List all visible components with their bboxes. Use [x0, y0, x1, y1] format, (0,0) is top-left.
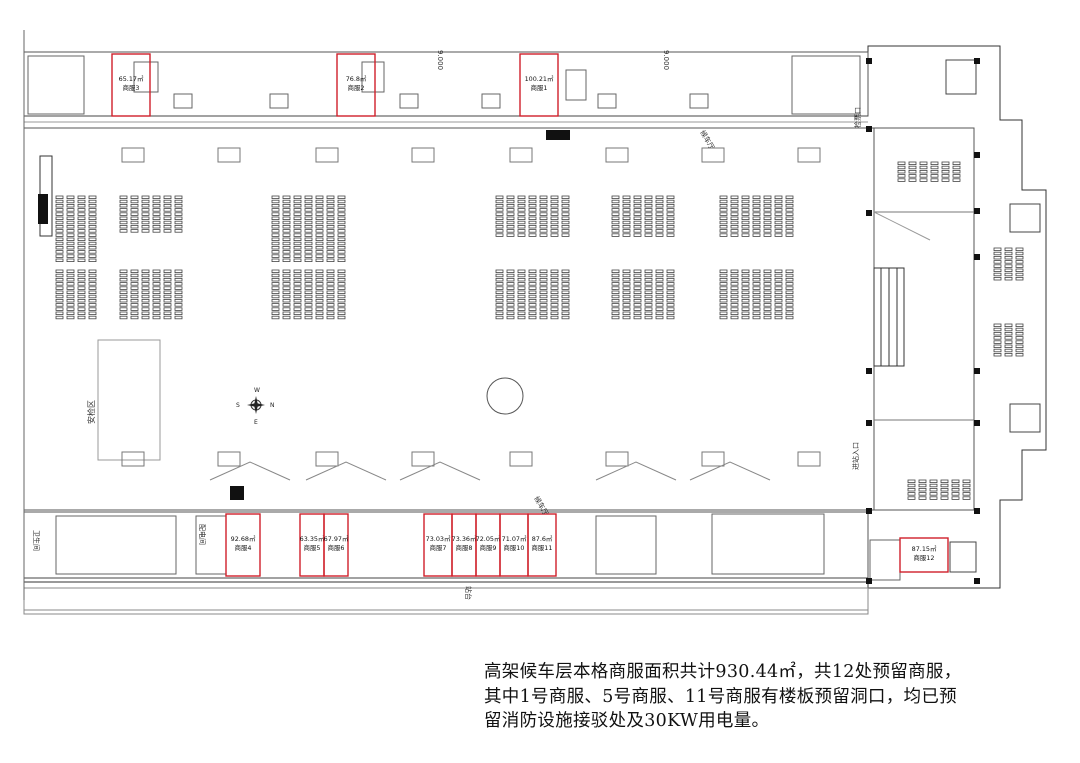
label-security: 安检区 — [86, 400, 96, 424]
label-distribution: 配电间 — [198, 524, 207, 545]
shop-area: 72.05㎡ — [476, 534, 501, 543]
shop-area: 63.35㎡ — [300, 534, 325, 543]
platform-band — [23, 587, 869, 615]
shop-area: 71.07㎡ — [502, 534, 527, 543]
escalator-group — [873, 267, 905, 367]
shop-name: 商服1 — [531, 83, 548, 92]
shop-area: 87.15㎡ — [912, 544, 937, 553]
label-platform: 站台 — [464, 586, 473, 600]
shop-name: 商服7 — [430, 543, 447, 552]
shop-area: 67.97㎡ — [324, 534, 349, 543]
shop-area: 65.17㎡ — [119, 74, 144, 83]
bench-rows — [55, 161, 1024, 500]
label-lavatory: 卫生间 — [32, 530, 41, 551]
shop-area: 87.6㎡ — [532, 534, 553, 543]
label-entrance: 进站入口 — [851, 442, 860, 470]
svg-text:E: E — [254, 419, 258, 426]
level-mark-2: 9.000 — [662, 50, 670, 70]
shop-area: 76.8㎡ — [346, 74, 367, 83]
shop-area: 92.68㎡ — [231, 534, 256, 543]
note-line-2: 其中1号商服、5号商服、11号商服有楼板预留洞口，均已预 — [484, 686, 957, 707]
svg-text:W: W — [254, 387, 260, 394]
shop-area: 73.36㎡ — [452, 534, 477, 543]
shop-area: 100.21㎡ — [525, 74, 554, 83]
compass-icon: W E S N — [236, 387, 275, 426]
level-mark-1: 9.000 — [436, 50, 444, 70]
shop-name: 商服12 — [914, 553, 935, 562]
shop-name: 商服9 — [480, 543, 497, 552]
shop-name: 商服8 — [456, 543, 473, 552]
outer-wall — [23, 45, 1047, 589]
shop-name: 商服11 — [532, 543, 553, 552]
note-block: 高架候车层本格商服面积共计930.44㎡，共12处预留商服， 其中1号商服、5号… — [484, 660, 1064, 734]
note-line-1: 高架候车层本格商服面积共计930.44㎡，共12处预留商服， — [484, 662, 962, 682]
shop-name: 商服4 — [235, 543, 252, 552]
label-corridor-top: 候车厅 — [698, 129, 716, 152]
svg-text:S: S — [236, 402, 240, 409]
svg-text:N: N — [270, 402, 275, 409]
central-column — [486, 377, 524, 415]
shop-area: 73.03㎡ — [426, 534, 451, 543]
shop-name: 商服6 — [328, 543, 345, 552]
label-ticket: 检票口 — [853, 107, 862, 128]
shop-name: 商服3 — [123, 83, 140, 92]
shop-name: 商服2 — [348, 83, 365, 92]
note-line-3: 留消防设施接驳处及30KW用电量。 — [484, 711, 770, 731]
shop-name: 商服10 — [504, 543, 525, 552]
shop-name: 商服5 — [304, 543, 321, 552]
